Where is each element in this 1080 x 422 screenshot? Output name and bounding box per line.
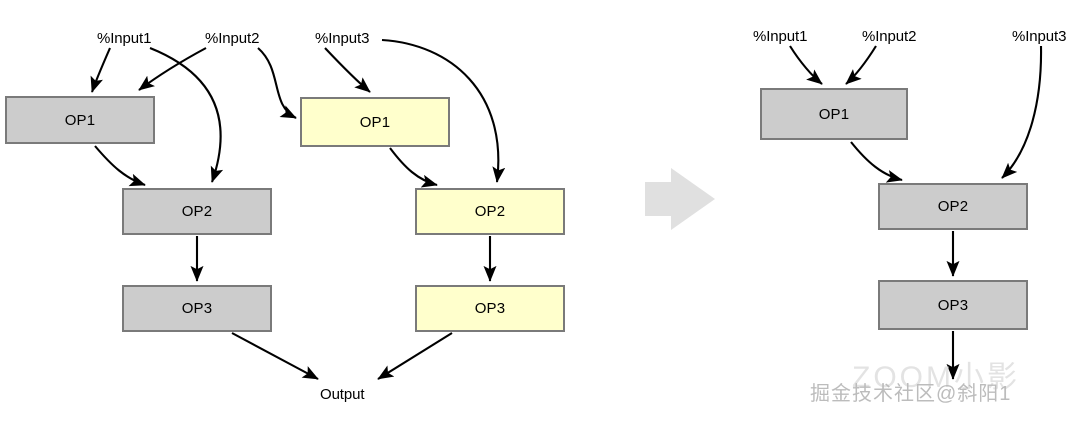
node-op1-right[interactable]: OP1 [760, 88, 908, 140]
node-op3-gray-left[interactable]: OP3 [122, 285, 272, 332]
edge-op3-yellow-to-output [377, 332, 453, 380]
node-op3-right[interactable]: OP3 [878, 280, 1028, 330]
node-op1-gray-left[interactable]: OP1 [5, 96, 155, 144]
right-chevron-arrow [645, 168, 715, 230]
left-input2-label: %Input2 [205, 30, 260, 47]
watermark-secondary: ZOOM小影 [852, 361, 1020, 394]
node-op2-yellow-left[interactable]: OP2 [415, 188, 565, 235]
edge-input2-to-op1-yellow [257, 47, 297, 119]
right-input1-label: %Input1 [753, 28, 808, 45]
edge-input1-to-op2-gray [149, 47, 224, 183]
edge-op1-yellow-to-op2-yellow [389, 147, 438, 188]
left-input3-label: %Input3 [315, 30, 370, 47]
node-op1-yellow-left[interactable]: OP1 [300, 97, 450, 147]
edge-op3-gray-to-output [231, 332, 319, 380]
edge-input1-to-op1-gray [90, 47, 111, 93]
edge-r-op1-to-op2 [850, 141, 903, 183]
right-input3-label: %Input3 [1012, 28, 1067, 45]
edge-r-input1-to-op1 [789, 45, 823, 85]
edge-r-input2-to-op1 [845, 45, 877, 85]
node-op2-gray-left[interactable]: OP2 [122, 188, 272, 235]
watermark-primary: 掘金技术社区@斜阳1 [810, 383, 1012, 405]
left-input1-label: %Input1 [97, 30, 152, 47]
left-output-label: Output [320, 386, 365, 403]
node-op2-right[interactable]: OP2 [878, 183, 1028, 230]
right-input2-label: %Input2 [862, 28, 917, 45]
edge-input3-to-op1-yellow [324, 47, 371, 93]
node-op3-yellow-left[interactable]: OP3 [415, 285, 565, 332]
edge-r-input3-to-op2 [1001, 45, 1043, 179]
edge-input2-to-op1-gray [138, 47, 207, 91]
edge-op1-gray-to-op2-gray [94, 145, 146, 187]
